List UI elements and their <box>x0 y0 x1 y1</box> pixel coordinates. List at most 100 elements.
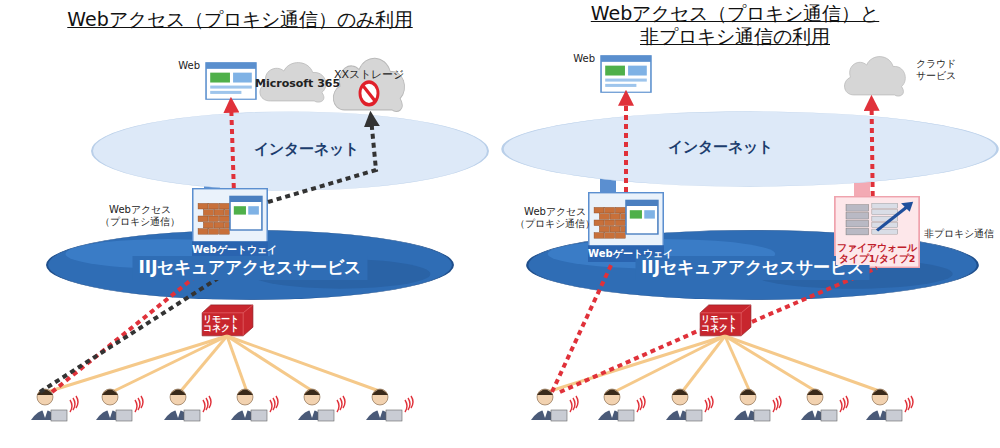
user-figure <box>164 389 211 421</box>
access-wire <box>227 336 247 392</box>
node-label: リモート コネクト <box>700 315 738 334</box>
node-label: クラウド サービス <box>916 58 966 81</box>
circle-shape <box>672 389 688 405</box>
circle-shape <box>304 389 320 405</box>
rect-shape <box>594 207 604 213</box>
node-outline <box>600 55 652 93</box>
rect-shape <box>599 226 609 232</box>
path-shape <box>170 390 186 396</box>
path-shape <box>604 390 620 396</box>
path-shape <box>408 398 410 410</box>
rect-shape <box>206 63 256 69</box>
rect-shape <box>610 226 620 232</box>
web-browser-icon: Web <box>205 62 257 100</box>
path-shape <box>202 305 253 336</box>
path-shape <box>372 390 388 396</box>
user-figure <box>231 389 278 421</box>
node-label: Web <box>573 53 595 65</box>
rect-shape <box>615 207 625 213</box>
rect-shape <box>210 86 252 89</box>
rect-shape <box>209 203 219 209</box>
rect-shape <box>51 410 67 421</box>
path-shape <box>807 390 823 396</box>
node-outline <box>328 52 410 114</box>
path-shape <box>141 396 143 408</box>
path-shape <box>840 400 842 412</box>
user-figure <box>31 389 78 421</box>
rect-shape <box>605 66 625 76</box>
rect-shape <box>193 189 267 258</box>
path-shape <box>676 406 684 418</box>
path-shape <box>340 398 342 410</box>
rect-shape <box>846 213 868 219</box>
user-figure <box>531 389 578 421</box>
rect-shape <box>601 56 651 92</box>
cloud-service: Microsoft 365 <box>255 58 331 104</box>
rect-shape <box>184 410 200 421</box>
node-label: ファイアウォール タイプ1/タイプ2 <box>836 243 918 265</box>
circle-shape <box>537 389 553 405</box>
node-label: IIJセキュアアクセスサービス <box>635 256 870 280</box>
user-figure <box>96 389 143 421</box>
rect-shape <box>318 410 334 421</box>
rect-shape <box>386 410 402 421</box>
node-outline <box>840 52 910 98</box>
node-label: Microsoft 365 <box>255 78 331 91</box>
access-wire <box>725 336 882 392</box>
user-figure <box>866 389 913 421</box>
access-wire <box>547 336 725 392</box>
path-shape <box>708 398 710 410</box>
rect-shape <box>209 216 219 222</box>
rect-shape <box>615 220 625 226</box>
flow-label: 非プロキシ通信 <box>922 228 996 240</box>
proxy-flow-line <box>52 259 217 392</box>
circle-shape <box>102 389 118 405</box>
path-shape <box>405 400 407 412</box>
path-shape <box>911 396 913 408</box>
rect-shape <box>203 222 213 228</box>
user-figure <box>801 389 848 421</box>
web-browser-icon: Web <box>600 55 652 93</box>
rect-shape <box>605 79 647 82</box>
rect-shape <box>551 410 567 421</box>
rect-shape <box>686 410 702 421</box>
path-shape <box>876 406 884 418</box>
user-figure <box>666 389 713 421</box>
path-shape <box>70 400 72 412</box>
path-shape <box>908 398 910 410</box>
path-shape <box>700 305 751 336</box>
circle-shape <box>807 389 823 405</box>
path-shape <box>102 390 118 396</box>
rect-shape <box>594 233 604 239</box>
path-shape <box>872 390 888 396</box>
non-proxy-flow-line <box>560 330 700 392</box>
path-shape <box>203 400 205 412</box>
rect-shape <box>230 196 262 230</box>
path-shape <box>209 396 211 408</box>
internet-band: インターネット <box>500 110 1000 188</box>
path-shape <box>411 396 413 408</box>
rect-shape <box>872 210 898 215</box>
circle-shape <box>360 82 378 105</box>
path-shape <box>744 406 752 418</box>
path-shape <box>343 396 345 408</box>
circle-shape <box>604 389 620 405</box>
rect-shape <box>626 200 658 206</box>
path-shape <box>711 396 713 408</box>
flow-connector <box>752 268 877 322</box>
path-shape <box>740 390 756 396</box>
path-shape <box>672 390 688 396</box>
rect-shape <box>605 84 636 87</box>
access-wire <box>180 336 227 392</box>
user-figure <box>598 389 645 421</box>
access-wire <box>682 336 725 392</box>
cloud-service: クラウド サービス <box>840 52 910 98</box>
rect-shape <box>219 203 229 209</box>
circle-shape <box>37 389 53 405</box>
user-figure <box>298 389 345 421</box>
rect-shape <box>192 241 268 258</box>
rect-shape <box>628 66 647 76</box>
rect-shape <box>230 196 262 202</box>
rect-shape <box>214 210 224 216</box>
rect-shape <box>821 410 837 421</box>
